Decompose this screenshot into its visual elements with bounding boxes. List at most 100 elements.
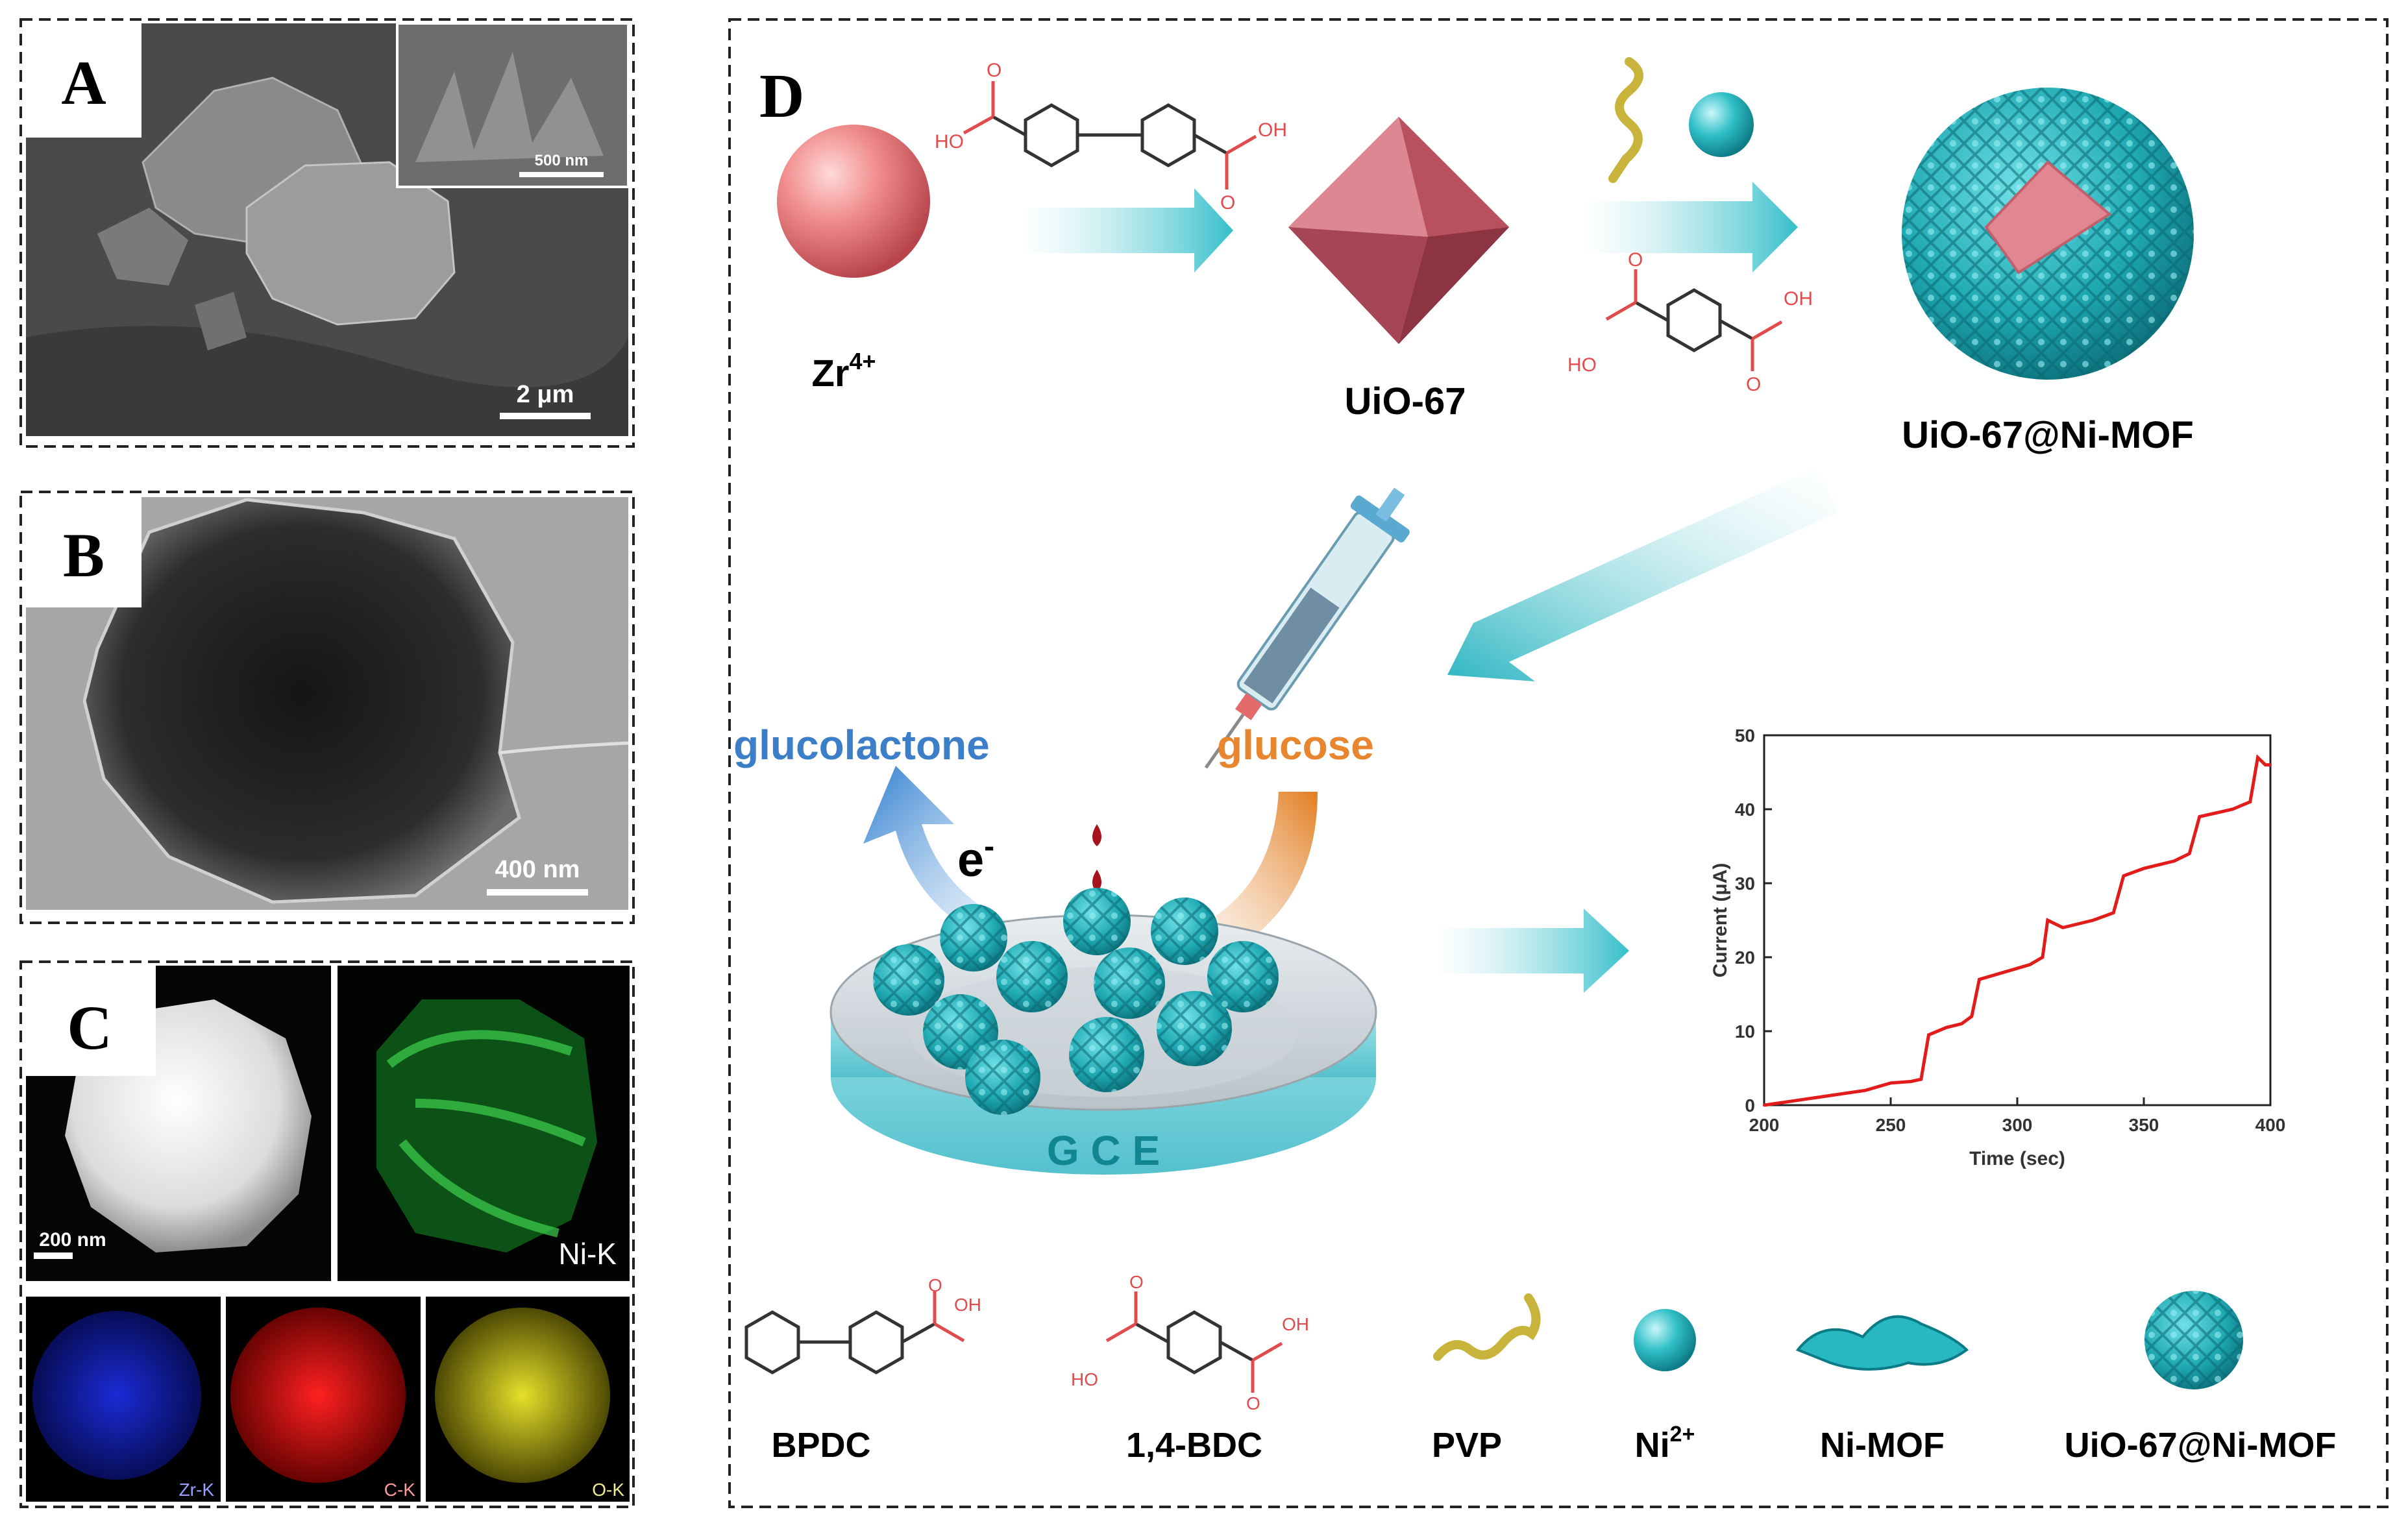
zr-map-signal — [32, 1311, 201, 1480]
electron-label: e- — [957, 829, 994, 886]
modified-particles — [873, 888, 1279, 1115]
ni-map-label: Ni-K — [559, 1237, 617, 1271]
legend-pvp-icon — [1433, 1293, 1541, 1361]
sem-particle-small — [195, 292, 247, 350]
bpdc-ho-label: HO — [935, 131, 964, 153]
sem-substrate — [26, 326, 628, 436]
ni-map-edges — [386, 1030, 586, 1238]
panel-b: 400 nm B — [19, 491, 635, 924]
chart-data-point — [2198, 815, 2201, 818]
bpdc-o-label: O — [1220, 192, 1235, 214]
legend-bdc-icon — [1105, 1291, 1283, 1393]
chart-data-point — [2041, 956, 2044, 959]
composite-sphere — [1902, 88, 2194, 380]
chart-y-tick-label: 40 — [1735, 800, 1755, 820]
composite-label: UiO-67@Ni-MOF — [1902, 414, 2194, 456]
legend-bpdc-icon — [744, 1291, 965, 1374]
chart-series-line — [1763, 754, 2270, 1107]
chart-data-point — [2061, 926, 2065, 929]
chart-data-point — [2122, 874, 2125, 877]
chart-data-point — [2256, 756, 2259, 759]
chart-data-point — [1889, 1081, 1892, 1084]
chart-data-point — [1919, 1078, 1923, 1081]
panel-letter-c: C — [67, 993, 112, 1062]
chart-data-point — [1927, 1033, 1930, 1036]
bdc-oh-label: OH — [1784, 288, 1813, 310]
pvp-chain — [1608, 57, 1643, 183]
arrow-step-3 — [1447, 467, 1837, 681]
chart-data-point — [2248, 800, 2252, 803]
legend-ni-label: Ni2+ — [1635, 1422, 1695, 1465]
scale-bar-c — [34, 1252, 73, 1259]
chart-ylabel: Current (μA) — [1710, 863, 1731, 978]
chart-data-point — [1763, 1104, 1765, 1106]
chart-data-point — [2269, 763, 2272, 766]
panel-letter-b: B — [63, 520, 104, 590]
panel-d-border — [728, 18, 2389, 1508]
panel-d: D Zr4+ O HO O OH — [728, 18, 2389, 1508]
chart-y-tick-label: 10 — [1735, 1021, 1755, 1042]
panel-letter-bg — [26, 497, 141, 607]
o-map-label: O-K — [592, 1480, 624, 1500]
chart-data-point — [2028, 963, 2032, 966]
scale-label-a: 2 μm — [517, 381, 574, 408]
o-map-signal — [435, 1308, 610, 1483]
chart-data-point — [1978, 978, 1981, 981]
chart-data-point — [2003, 970, 2006, 973]
chart-data-point — [2143, 867, 2145, 870]
chart-xlabel: Time (sec) — [1969, 1148, 2065, 1169]
ni-ion-sphere — [1689, 92, 1754, 157]
legend: OH O BPDC O HO O OH 1,4-BDC PVP — [744, 1272, 2336, 1465]
legend-ni-icon — [1634, 1309, 1696, 1371]
uio67-label: UiO-67 — [1345, 380, 1466, 422]
chart-y-tick-label: 20 — [1735, 947, 1755, 968]
legend-pvp-label: PVP — [1432, 1426, 1502, 1465]
legend-bdc-o: O — [1246, 1393, 1260, 1413]
panel-letter-bg — [26, 23, 141, 138]
bpdc-molecule — [963, 81, 1257, 189]
arrow-glucolactone — [863, 766, 1045, 960]
legend-bpdc-o: O — [928, 1275, 942, 1295]
chart-data-point — [1970, 1015, 1973, 1018]
chart-x-tick-label: 300 — [2002, 1115, 2033, 1135]
arrow-to-plot — [1434, 909, 1629, 993]
blood-drop — [1092, 870, 1101, 892]
bdc-ho-label: HO — [1567, 354, 1597, 376]
scale-label-c: 200 nm — [39, 1229, 106, 1251]
blood-drop — [1092, 824, 1101, 846]
chart-y-tick-label: 0 — [1745, 1095, 1755, 1116]
panel-letter-bg — [26, 966, 156, 1076]
arrow-step-2 — [1584, 182, 1798, 273]
scale-bar-a — [500, 413, 591, 419]
chart-data-point — [1788, 1100, 1791, 1103]
uio67-octahedron — [1288, 117, 1509, 344]
syringe — [1204, 487, 1410, 769]
legend-composite-texture — [2144, 1291, 2243, 1389]
legend-bdc-oh: OH — [1282, 1314, 1309, 1334]
chart-y-tick-label: 30 — [1735, 873, 1755, 894]
inset-scale-label: 500 nm — [535, 152, 589, 169]
legend-bpdc-label: BPDC — [771, 1426, 870, 1465]
zr-map-label: Zr-K — [179, 1480, 215, 1500]
tem-grid-film — [499, 741, 629, 755]
panel-b-border — [19, 491, 635, 924]
chart-data-point — [2092, 919, 2095, 922]
chart-data-point — [1876, 1085, 1880, 1088]
legend-bdc-o: O — [1129, 1272, 1144, 1292]
chart-data-point — [2172, 859, 2176, 862]
legend-nimof-icon — [1795, 1315, 1969, 1371]
sem-particle-small — [97, 208, 188, 286]
legend-bdc-ho: HO — [1071, 1369, 1098, 1389]
tem-particle — [82, 498, 521, 904]
chart-x-tick-label: 250 — [1876, 1115, 1906, 1135]
bdc-o-label: O — [1746, 374, 1761, 395]
bpdc-o-label: O — [987, 60, 1001, 81]
chart-data-point — [2112, 911, 2115, 914]
zr-ion-sphere — [777, 125, 930, 278]
bdc-molecule — [1605, 269, 1783, 371]
chart-data-point — [1960, 1022, 1963, 1025]
c-map-label: C-K — [384, 1480, 416, 1500]
chart-data-point — [2231, 808, 2234, 811]
